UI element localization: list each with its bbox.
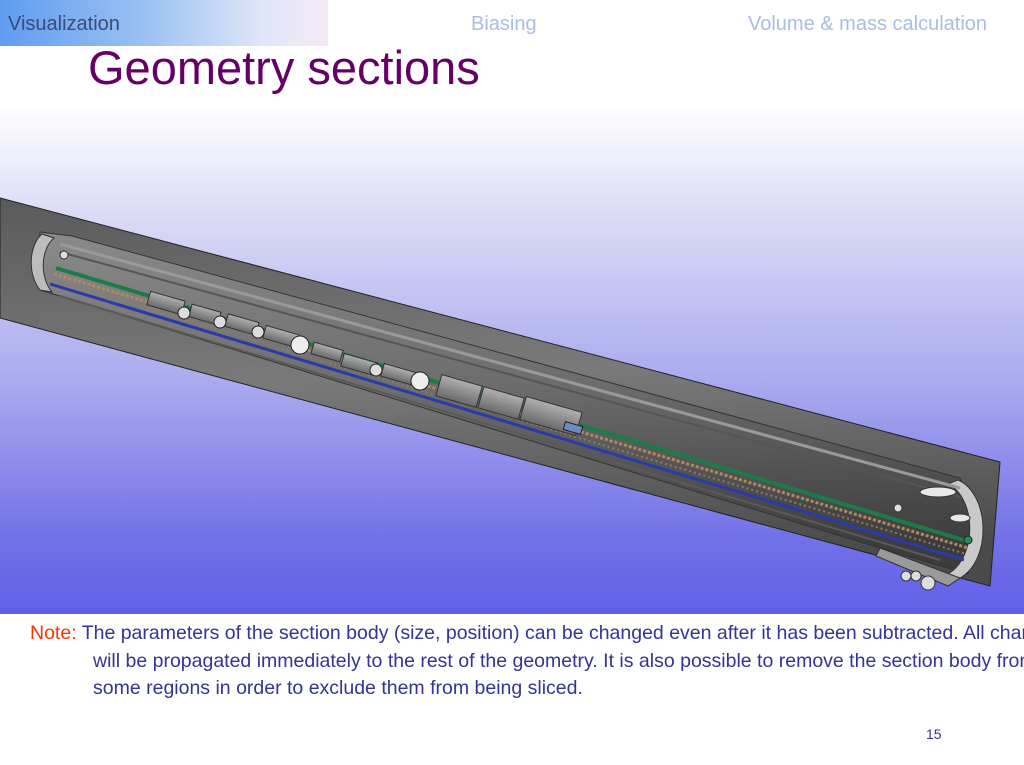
tab-active-highlight bbox=[0, 0, 328, 46]
tunnel-geometry-render bbox=[0, 197, 1001, 591]
tab-volume-mass-calculation[interactable]: Volume & mass calculation bbox=[748, 13, 988, 35]
note-paragraph: Note: The parameters of the section body… bbox=[30, 620, 1024, 703]
tab-visualization[interactable]: Visualization bbox=[8, 13, 120, 35]
tab-biasing[interactable]: Biasing bbox=[471, 13, 537, 35]
rail-upper bbox=[59, 242, 961, 490]
beamline-components bbox=[146, 290, 584, 437]
blue-cable bbox=[49, 282, 965, 562]
page-number: 15 bbox=[926, 726, 942, 742]
slide-title: Geometry sections bbox=[88, 41, 480, 94]
geometry-viewport bbox=[0, 104, 1024, 614]
note-text: The parameters of the section body (size… bbox=[81, 622, 1024, 699]
left-cap-ring bbox=[30, 233, 55, 293]
section-tab-bar: Visualization Biasing Volume & mass calc… bbox=[0, 0, 1024, 46]
note-label: Note: bbox=[30, 622, 77, 644]
